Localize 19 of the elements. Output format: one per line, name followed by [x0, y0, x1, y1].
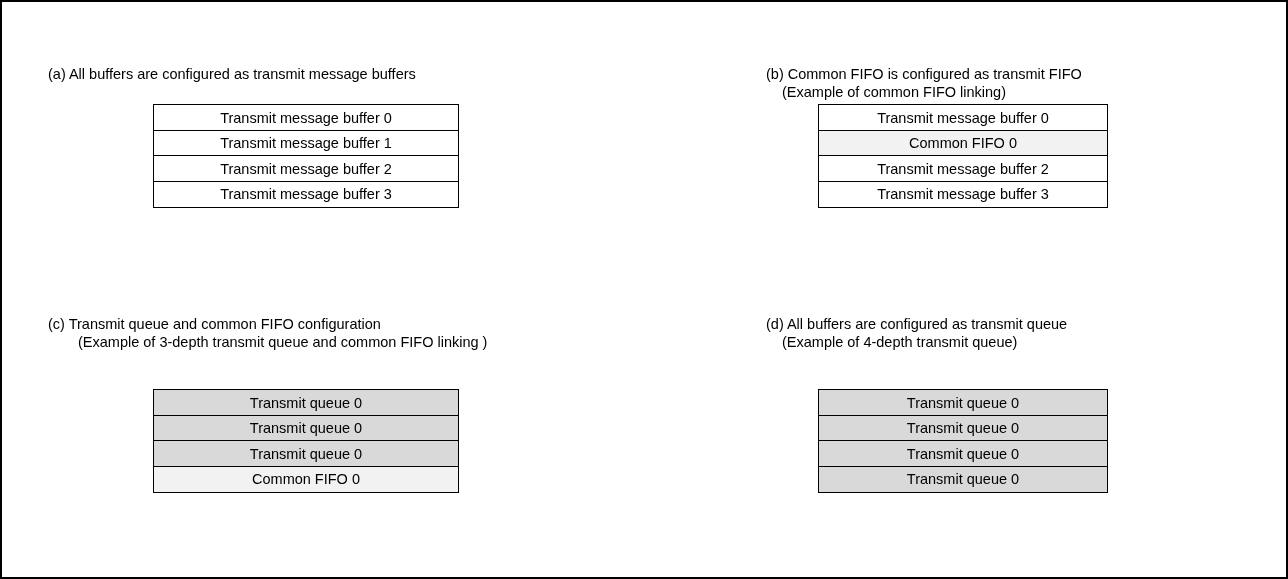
- buffer-slot: Transmit queue 0: [818, 440, 1108, 468]
- buffer-slot: Transmit message buffer 2: [153, 155, 459, 183]
- buffer-slot: Transmit queue 0: [818, 389, 1108, 417]
- buffer-slot: Transmit queue 0: [153, 389, 459, 417]
- panel-subheading: (Example of 3-depth transmit queue and common FIFO linking ): [78, 334, 488, 350]
- panel-subheading: (Example of common FIFO linking): [782, 84, 1006, 100]
- panel-heading: (a) All buffers are configured as transmit message buffers: [48, 66, 416, 82]
- panel-heading: (d) All buffers are configured as transmit queue: [766, 316, 1068, 332]
- buffer-slot: Transmit queue 0: [153, 440, 459, 468]
- buffer-slot: Transmit queue 0: [818, 465, 1108, 493]
- buffer-slot: Common FIFO 0: [153, 465, 459, 493]
- panel-heading: (b) Common FIFO is configured as transmit FIFO: [766, 66, 1082, 82]
- buffer-slot: Transmit message buffer 3: [818, 180, 1108, 208]
- buffer-slot: Transmit message buffer 3: [153, 180, 459, 208]
- panel-subheading: (Example of 4-depth transmit queue): [782, 334, 1018, 350]
- buffer-slot: Transmit message buffer 0: [818, 104, 1108, 132]
- buffer-slot: Transmit message buffer 2: [818, 155, 1108, 183]
- panel-heading: (c) Transmit queue and common FIFO configuration: [48, 316, 381, 332]
- buffer-slot: Transmit message buffer 0: [153, 104, 459, 132]
